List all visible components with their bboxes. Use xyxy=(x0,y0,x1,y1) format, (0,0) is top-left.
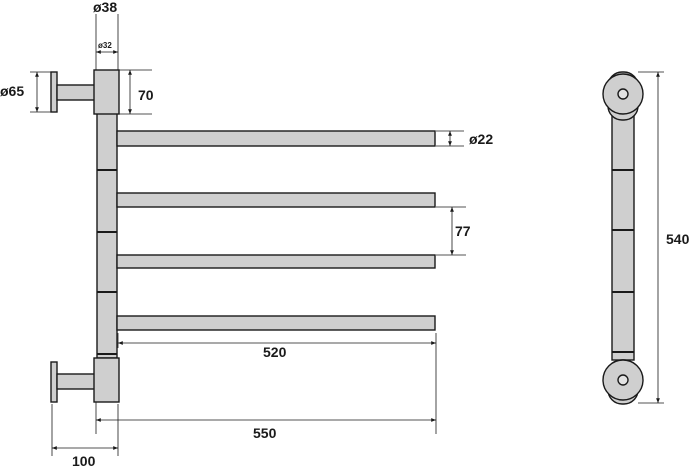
swing-arm xyxy=(116,254,436,269)
top-collar xyxy=(93,69,120,115)
top-wall-stem xyxy=(56,84,98,101)
front-view xyxy=(50,69,436,403)
swing-arm xyxy=(116,130,436,147)
side-view: 540 xyxy=(602,71,690,405)
length-550-label: 550 xyxy=(253,425,277,441)
diameter-22-label: ø22 xyxy=(469,131,493,147)
depth-100-label: 100 xyxy=(72,453,96,467)
bottom-wall-stem xyxy=(56,373,98,390)
bottom-screw-icon xyxy=(617,374,629,386)
top-wall-flange xyxy=(50,71,58,113)
diameter-32-label: ø32 xyxy=(98,41,112,50)
swing-arm xyxy=(116,315,436,331)
height-540-label: 540 xyxy=(666,231,690,247)
length-520-label: 520 xyxy=(263,344,287,360)
diameter-38-label: ø38 xyxy=(93,0,117,15)
bottom-wall-flange xyxy=(50,361,58,403)
top-screw-icon xyxy=(617,88,629,100)
height-70-label: 70 xyxy=(138,87,154,103)
spacing-77-label: 77 xyxy=(455,223,471,239)
swing-arm xyxy=(116,192,436,208)
diameter-65-label: ø65 xyxy=(0,83,24,99)
front-dimensions: ø38 ø32 ø65 70 ø22 77 520 550 xyxy=(0,0,493,467)
bottom-collar xyxy=(93,357,120,403)
